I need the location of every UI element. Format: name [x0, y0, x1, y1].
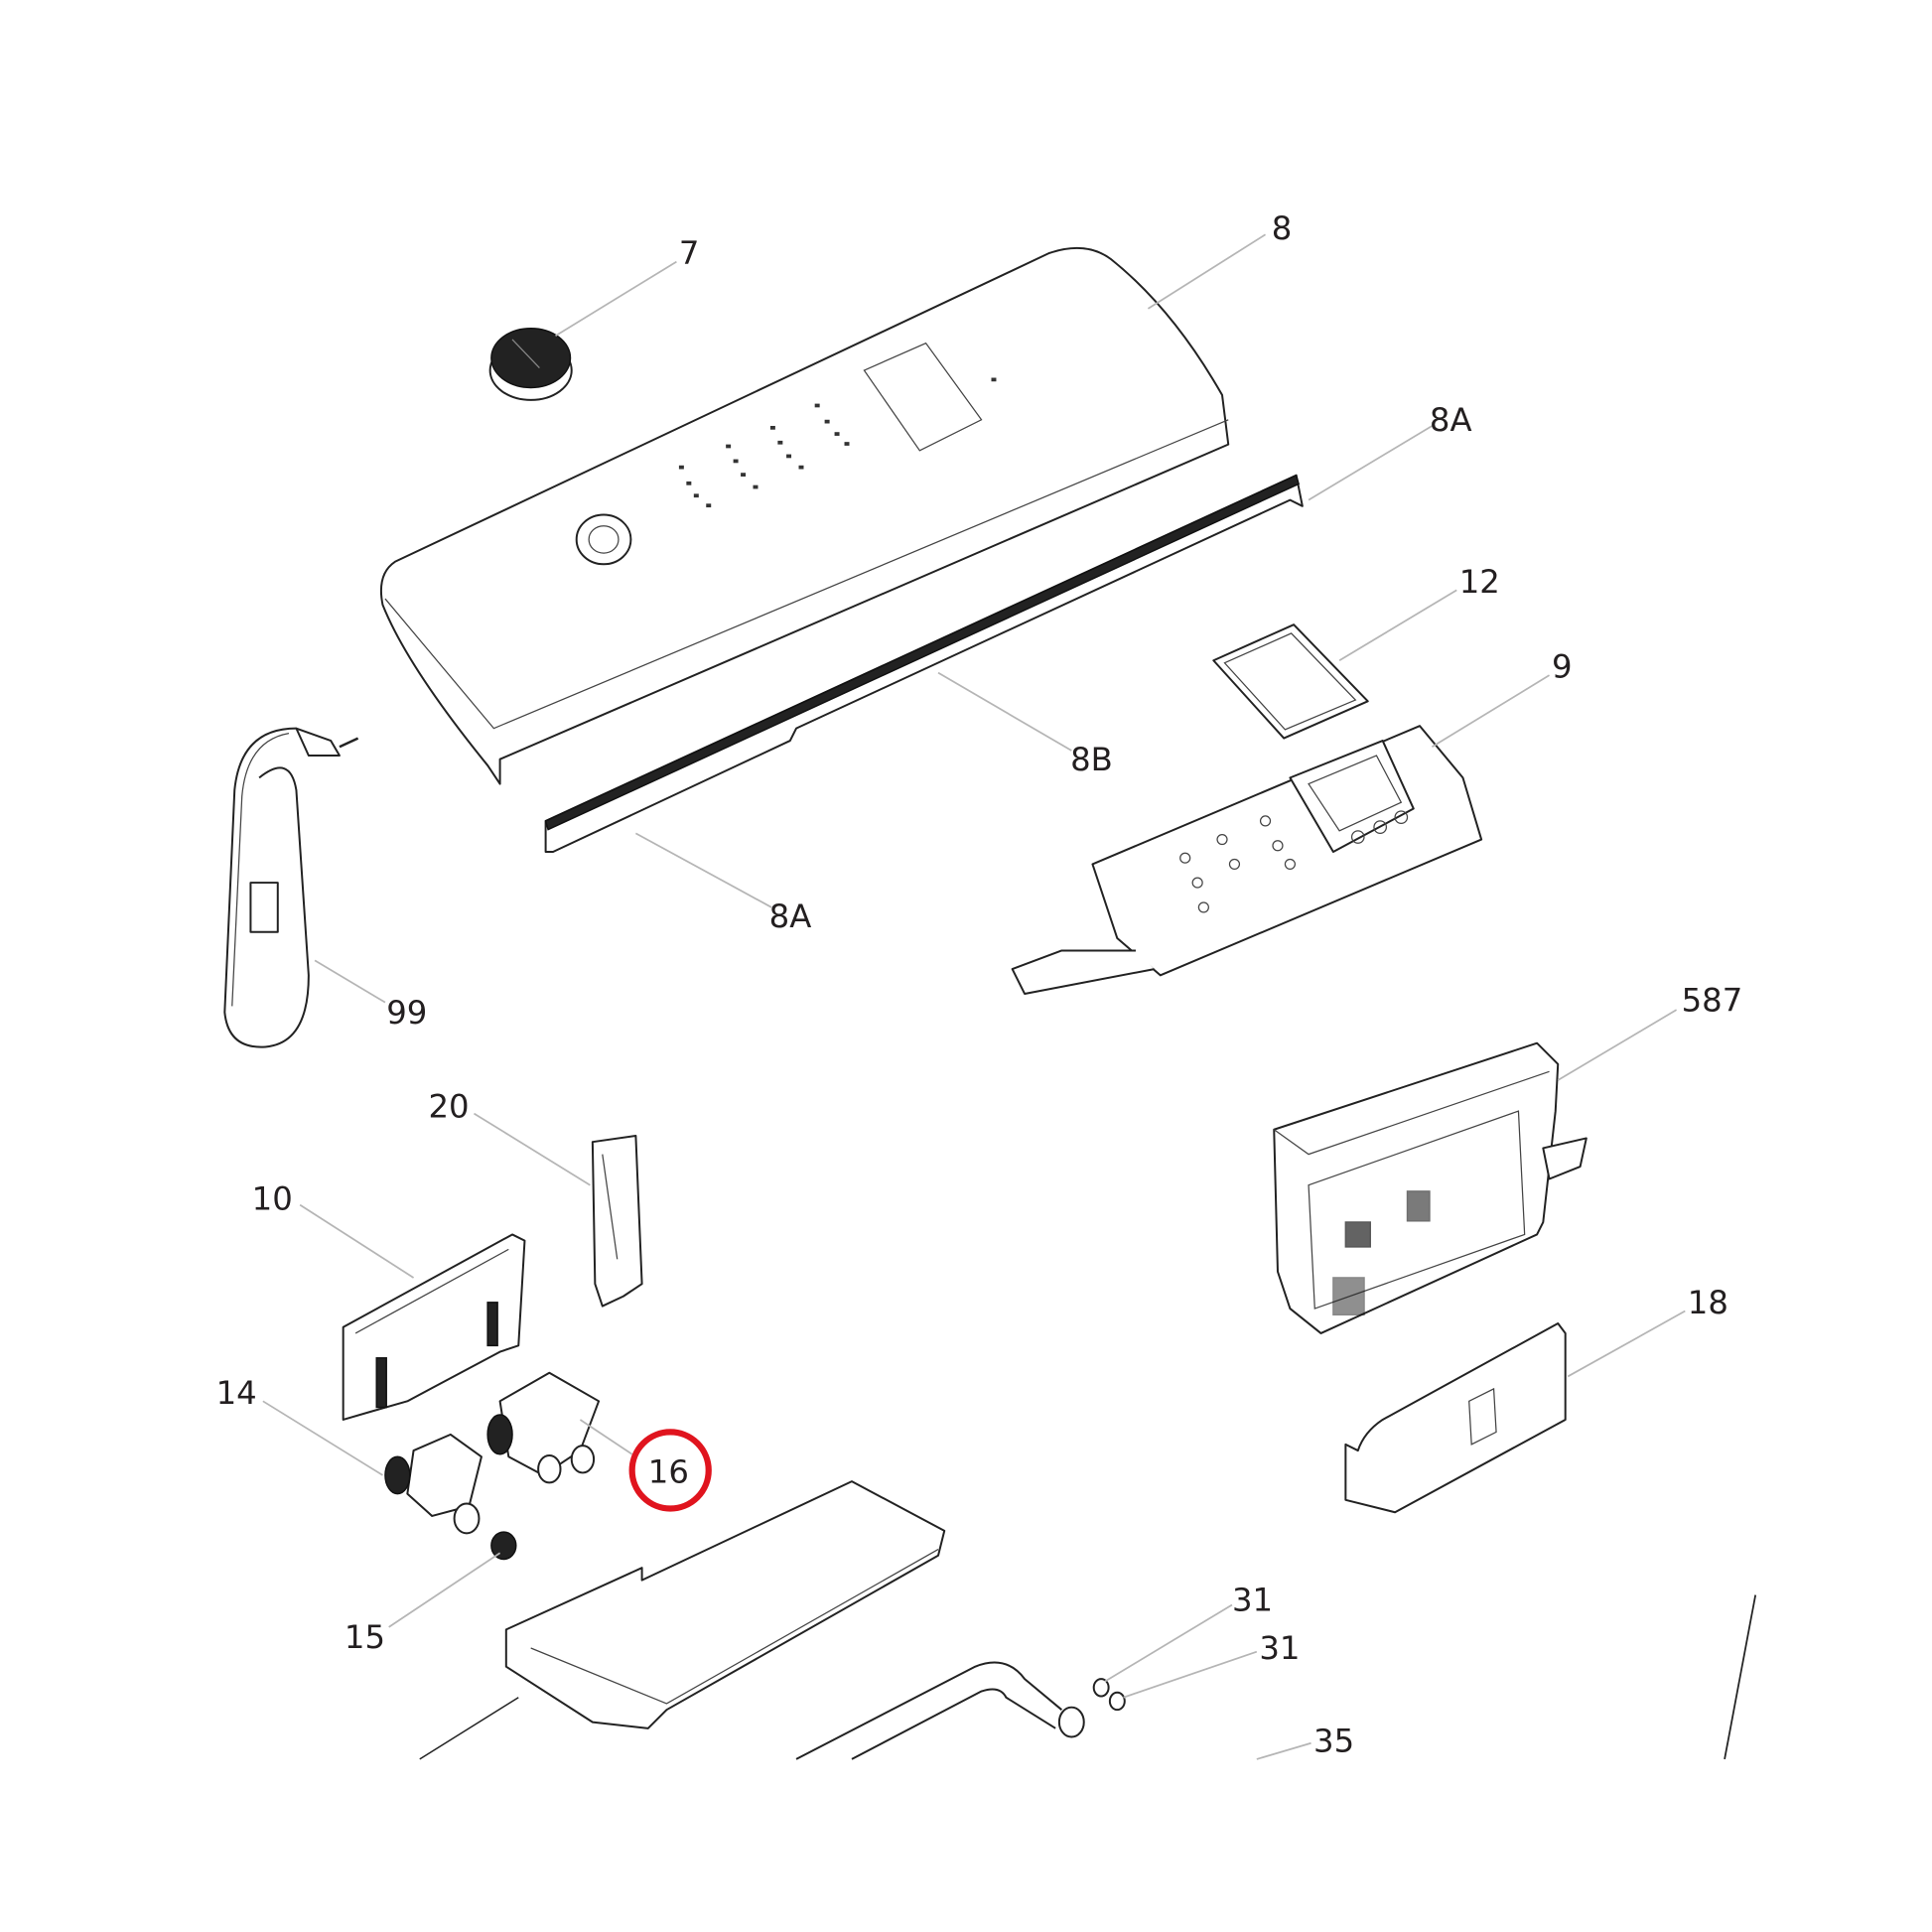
callout-31-b: 31: [1259, 1629, 1300, 1667]
part-31-o-rings[interactable]: [1092, 1678, 1126, 1712]
callout-8: 8: [1272, 209, 1293, 247]
part-9-user-interface-board[interactable]: [1011, 725, 1483, 995]
callout-12: 12: [1459, 563, 1500, 601]
callout-10: 10: [252, 1180, 293, 1218]
part-7-knob[interactable]: [488, 328, 573, 401]
callout-14: 14: [216, 1374, 257, 1412]
part-35-hose[interactable]: [795, 1661, 1085, 1760]
callout-20: 20: [428, 1087, 469, 1125]
part-20-bracket[interactable]: [591, 1134, 643, 1308]
dispenser-housing[interactable]: [419, 1480, 946, 1760]
callout-99: 99: [386, 994, 427, 1032]
part-99-power-cord[interactable]: [223, 727, 359, 1048]
callout-15: 15: [345, 1618, 385, 1656]
cabinet-edge-line: [1724, 1594, 1757, 1760]
part-18-board-cover[interactable]: [1344, 1321, 1567, 1514]
callout-31-a: 31: [1232, 1582, 1273, 1619]
part-10-valve-bracket[interactable]: [342, 1233, 526, 1421]
part-8-control-panel[interactable]: [379, 247, 1230, 785]
callout-8a-bottom: 8A: [769, 897, 812, 935]
callout-8a-top: 8A: [1430, 401, 1472, 439]
callout-7: 7: [679, 234, 700, 272]
leader-lines: [262, 233, 1686, 1760]
part-15-valve-nut[interactable]: [490, 1531, 517, 1561]
part-587-main-control-board[interactable]: [1273, 1041, 1587, 1334]
callout-587: 587: [1682, 981, 1743, 1019]
part-12-display-window[interactable]: [1212, 623, 1369, 740]
part-14-single-water-valve[interactable]: [384, 1433, 483, 1535]
callout-8b: 8B: [1070, 741, 1113, 778]
callout-16[interactable]: 16: [648, 1452, 689, 1490]
callout-35: 35: [1313, 1722, 1354, 1759]
callout-18: 18: [1688, 1284, 1728, 1321]
highlight-circle-16: [628, 1429, 712, 1512]
callout-9: 9: [1552, 648, 1573, 686]
part-16-double-water-valve[interactable]: [486, 1371, 601, 1484]
part-8a-8b-trim-strip[interactable]: [544, 474, 1304, 853]
